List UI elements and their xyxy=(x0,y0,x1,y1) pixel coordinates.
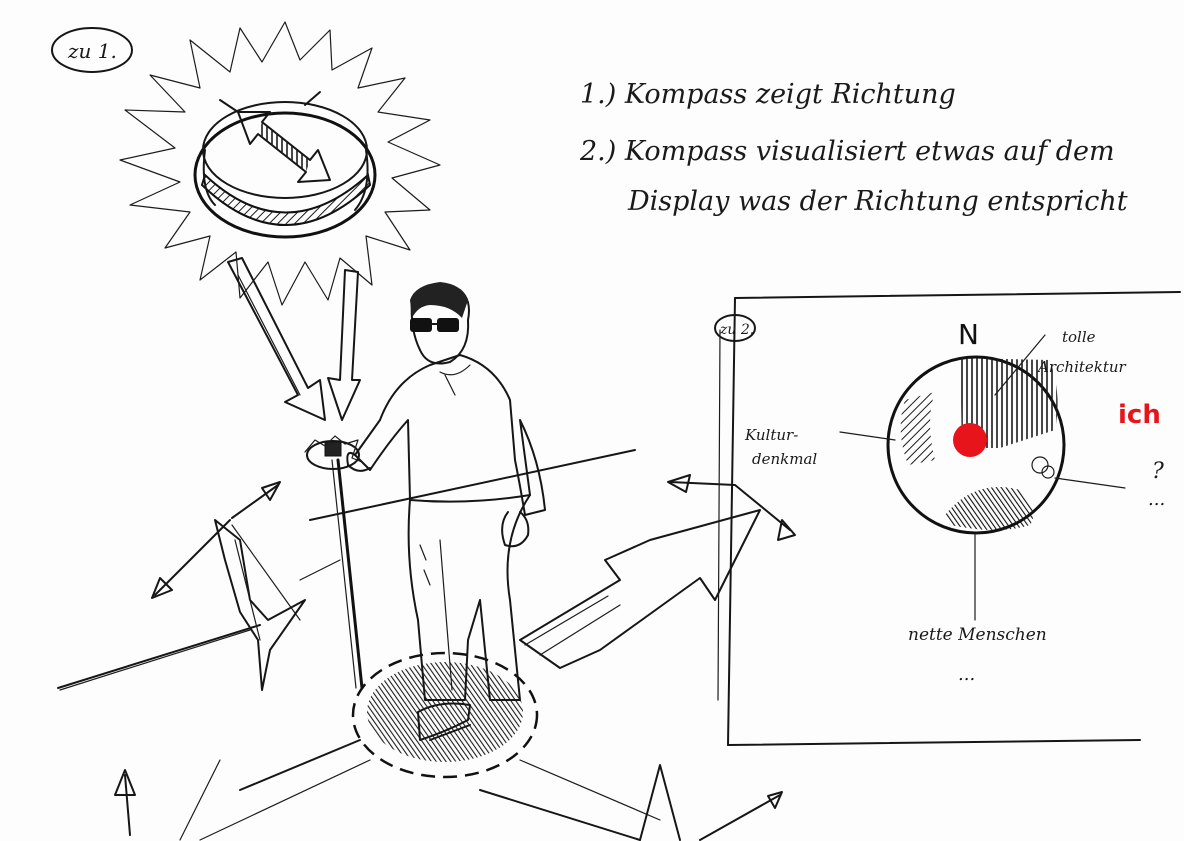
note-line-2: 2.) Kompass visualisiert etwas auf dem xyxy=(579,136,1115,167)
architecture-label-1: tolle xyxy=(1062,328,1096,346)
note-line-3: Display was der Richtung entspricht xyxy=(627,186,1128,217)
dots-bottom-label: ... xyxy=(958,664,975,685)
architecture-label-2: Architektur xyxy=(1036,358,1127,376)
section2-badge-text: zu 2. xyxy=(719,322,754,338)
person-with-cane-icon xyxy=(304,282,546,741)
section2-badge: zu 2. xyxy=(714,314,756,342)
north-label: N xyxy=(958,318,979,351)
leader-lines xyxy=(839,334,1126,621)
compass-pointer-arrows xyxy=(227,257,361,421)
notes-block: 1.) Kompass zeigt Richtung 2.) Kompass v… xyxy=(579,79,1128,217)
unknown-label: ? xyxy=(1152,459,1164,484)
me-label: ich xyxy=(1118,400,1161,430)
display-panel xyxy=(717,291,1181,746)
monument-label-1: Kultur- xyxy=(744,426,798,444)
section1-badge-text: zu 1. xyxy=(67,39,117,63)
direction-arrow-icon xyxy=(114,474,796,841)
section1-badge: zu 1. xyxy=(51,27,133,73)
ground-lines xyxy=(57,449,636,691)
monument-label-2: denkmal xyxy=(752,450,817,468)
map-circle xyxy=(886,355,1066,535)
position-circle xyxy=(351,651,539,779)
me-marker xyxy=(953,423,987,457)
dots-right-label: ... xyxy=(1148,489,1165,510)
people-label: nette Menschen xyxy=(908,625,1047,645)
note-line-1: 1.) Kompass zeigt Richtung xyxy=(580,79,956,110)
compass-icon xyxy=(119,21,441,306)
